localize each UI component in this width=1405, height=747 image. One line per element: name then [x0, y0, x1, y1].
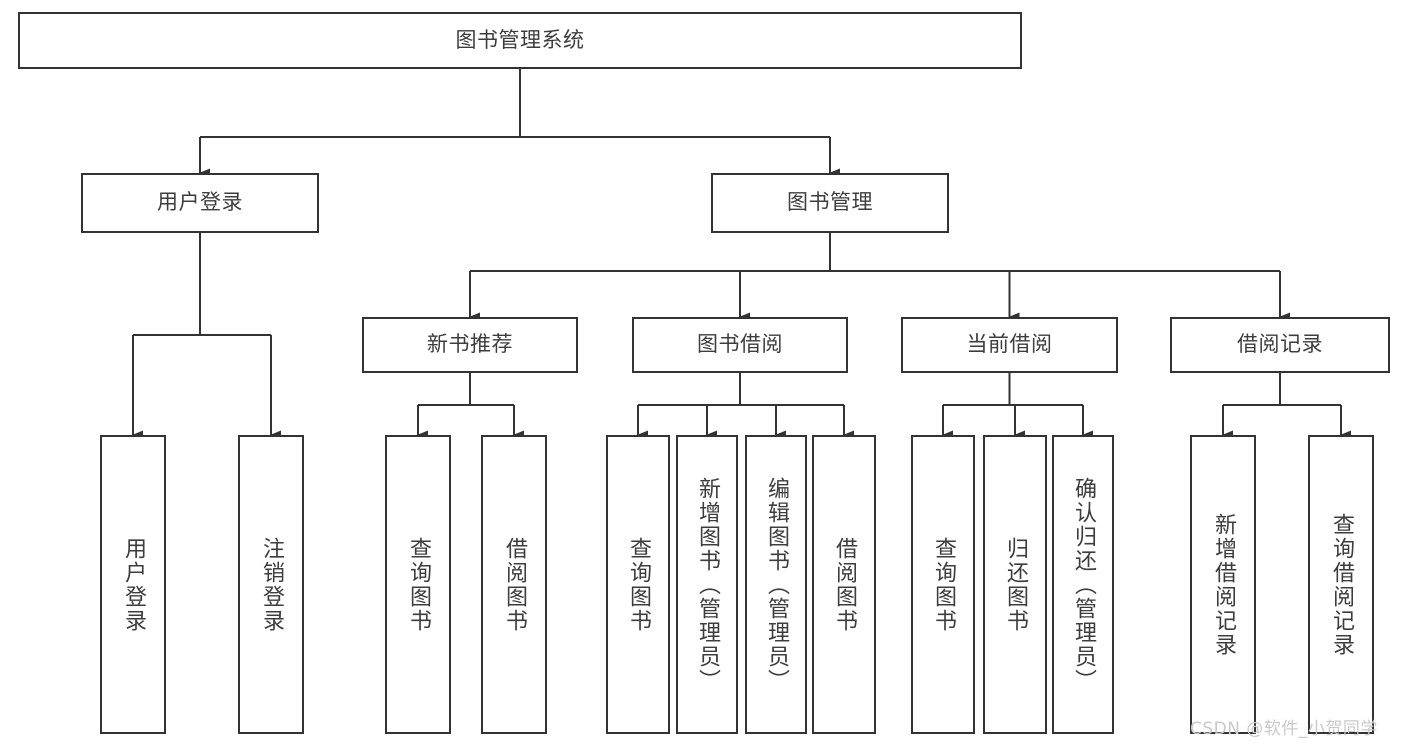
- node-new-book-recommend-label: 新书推荐: [427, 332, 513, 357]
- node-book-borrow[interactable]: 图书借阅: [632, 317, 848, 373]
- leaf-borrow-book-label: 借阅图书: [831, 536, 857, 633]
- leaf-add-book-admin[interactable]: 新增图书（管理员）: [676, 435, 738, 734]
- leaf-return-book-label: 归还图书: [1002, 536, 1028, 633]
- node-current-borrow-label: 当前借阅: [966, 332, 1053, 357]
- leaf-borrow-book-recommend-label: 借阅图书: [501, 536, 527, 633]
- leaf-add-borrow-record-label: 新增借阅记录: [1210, 512, 1236, 657]
- node-book-management[interactable]: 图书管理: [711, 173, 949, 233]
- leaf-edit-book-admin[interactable]: 编辑图书（管理员）: [745, 435, 807, 734]
- leaf-user-login-label: 用户登录: [120, 536, 146, 633]
- leaf-query-book[interactable]: 查询图书: [606, 435, 670, 734]
- node-book-borrow-label: 图书借阅: [697, 332, 783, 357]
- node-book-management-label: 图书管理: [787, 190, 873, 215]
- leaf-add-borrow-record[interactable]: 新增借阅记录: [1190, 435, 1256, 734]
- node-new-book-recommend[interactable]: 新书推荐: [362, 317, 578, 373]
- leaf-user-login[interactable]: 用户登录: [100, 435, 166, 734]
- node-user-login[interactable]: 用户登录: [81, 173, 319, 233]
- node-root-label: 图书管理系统: [455, 27, 585, 52]
- leaf-query-book-recommend-label: 查询图书: [405, 536, 431, 633]
- node-root[interactable]: 图书管理系统: [18, 12, 1022, 69]
- leaf-query-book-label: 查询图书: [625, 536, 651, 633]
- leaf-add-book-admin-label: 新增图书（管理员）: [694, 476, 720, 693]
- leaf-logout-label: 注销登录: [258, 536, 284, 633]
- node-borrow-record-label: 借阅记录: [1237, 332, 1323, 357]
- leaf-edit-book-admin-label: 编辑图书（管理员）: [763, 476, 789, 693]
- leaf-return-book[interactable]: 归还图书: [983, 435, 1047, 734]
- csdn-watermark: CSDN @软件_小贺同学: [1190, 719, 1378, 739]
- leaf-query-book-recommend[interactable]: 查询图书: [385, 435, 451, 734]
- leaf-borrow-book[interactable]: 借阅图书: [812, 435, 876, 734]
- node-current-borrow[interactable]: 当前借阅: [901, 317, 1118, 373]
- edge-lines: [131, 69, 1351, 440]
- leaf-query-borrow-record-label: 查询借阅记录: [1328, 512, 1354, 657]
- leaf-borrow-book-recommend[interactable]: 借阅图书: [481, 435, 547, 734]
- leaf-query-borrow-record[interactable]: 查询借阅记录: [1308, 435, 1374, 734]
- node-borrow-record[interactable]: 借阅记录: [1170, 317, 1390, 373]
- leaf-confirm-return-admin[interactable]: 确认归还（管理员）: [1052, 435, 1114, 734]
- leaf-query-book-current[interactable]: 查询图书: [911, 435, 975, 734]
- leaf-query-book-current-label: 查询图书: [930, 536, 956, 633]
- leaf-confirm-return-admin-label: 确认归还（管理员）: [1070, 476, 1096, 693]
- node-user-login-label: 用户登录: [157, 190, 243, 215]
- leaf-logout[interactable]: 注销登录: [238, 435, 304, 734]
